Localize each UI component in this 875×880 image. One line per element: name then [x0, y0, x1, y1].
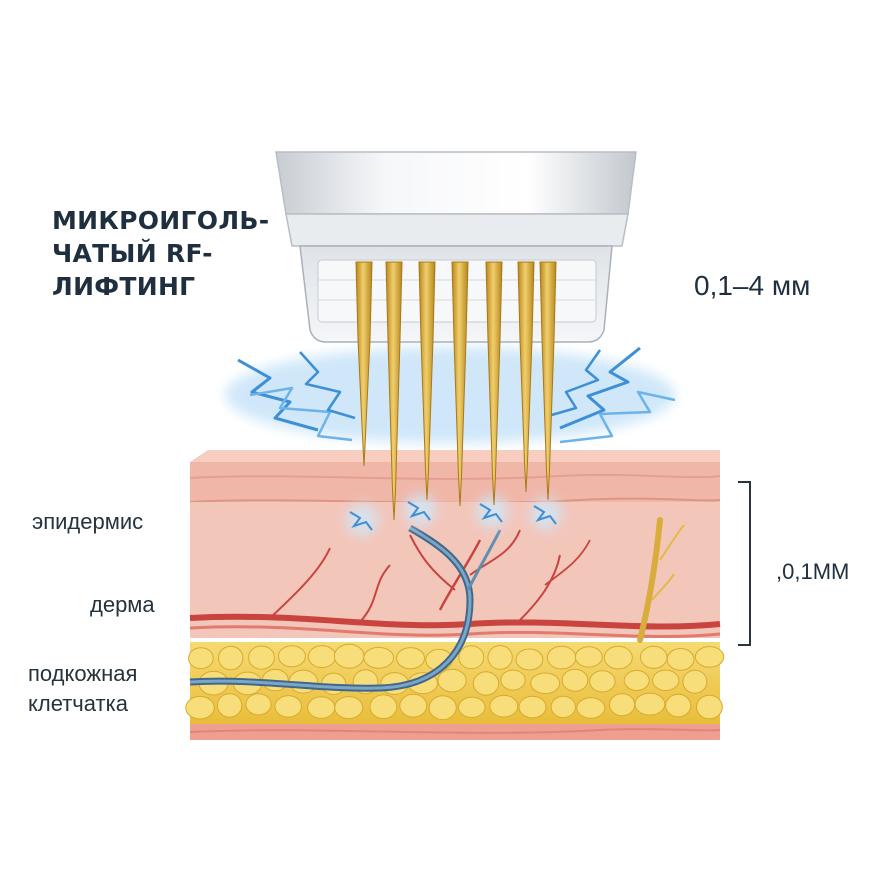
microneedle — [485, 261, 503, 506]
fat-cell — [696, 694, 723, 720]
fat-cell — [248, 645, 275, 670]
title-line-2: ЧАТЫЙ RF- — [52, 239, 213, 268]
label-epidermis: эпидермис — [32, 509, 144, 534]
microneedle — [385, 261, 403, 521]
microneedle — [355, 261, 373, 467]
fat-cell — [333, 643, 365, 669]
fat-cell — [682, 669, 708, 694]
title-line-3: ЛИФТИНГ — [52, 272, 196, 301]
impact-glow — [530, 498, 562, 530]
impact-spark — [533, 505, 557, 525]
fat-cell — [652, 669, 680, 691]
skin-cross-section — [185, 450, 725, 740]
rf-energy-sparks — [225, 346, 676, 444]
fat-cell — [437, 668, 467, 693]
fat-cell — [666, 648, 695, 671]
fat-cell — [458, 645, 485, 670]
fat-cell — [458, 696, 486, 718]
microneedle — [451, 261, 469, 507]
fat-cell — [609, 693, 636, 717]
fat-cell — [694, 646, 725, 668]
fat-cell — [472, 671, 500, 696]
fat-cell — [515, 648, 544, 671]
fat-cell — [623, 670, 650, 691]
depth-bracket-label: ,0,1МM — [776, 559, 850, 584]
fat-cell — [363, 646, 395, 669]
fat-cell — [665, 693, 692, 718]
fat-cell — [218, 645, 244, 671]
label-subcutaneous-line-2: клетчатка — [28, 691, 128, 716]
impact-spark — [349, 511, 373, 531]
fat-cell — [277, 645, 306, 668]
fat-cell — [307, 696, 336, 719]
microneedle — [539, 261, 557, 501]
fat-cell — [634, 692, 666, 716]
microneedle — [517, 261, 535, 493]
fat-cell — [639, 645, 668, 669]
fat-cell — [216, 693, 243, 718]
fat-cell — [603, 645, 633, 670]
label-subcutaneous: подкожная клетчатка — [28, 659, 137, 719]
fat-cell — [396, 647, 425, 670]
fat-cell — [576, 697, 606, 719]
fat-cell — [550, 695, 576, 719]
label-dermis: дерма — [90, 592, 155, 617]
fat-cell — [546, 645, 577, 670]
fat-cell — [561, 668, 589, 692]
label-subcutaneous-line-1: подкожная — [28, 661, 138, 686]
epidermis-layer — [190, 462, 720, 502]
fat-cell — [589, 670, 616, 693]
fat-cell — [399, 693, 428, 718]
title-line-1: МИКРОИГОЛЬ- — [52, 206, 270, 235]
fat-cell — [500, 669, 526, 691]
impact-glow — [346, 504, 378, 536]
fat-cell — [489, 694, 519, 718]
fat-cell — [245, 693, 272, 716]
diagram-title: МИКРОИГОЛЬ- ЧАТЫЙ RF- ЛИФТИНГ — [52, 204, 292, 303]
impact-spark — [479, 503, 503, 523]
fat-cell — [574, 646, 603, 668]
fat-cell — [334, 696, 364, 720]
impact-spark — [407, 501, 431, 521]
fat-cell — [274, 695, 303, 718]
impact-sparks — [346, 494, 562, 536]
fat-cell — [530, 672, 561, 695]
impact-glow — [476, 496, 508, 528]
microneedle — [418, 261, 436, 501]
depth-range-label: 0,1–4 мм — [694, 270, 811, 301]
fat-cell — [487, 645, 513, 670]
gold-microneedles — [355, 261, 557, 521]
fat-cells — [185, 643, 725, 721]
fat-cell — [307, 645, 337, 669]
fat-cell — [518, 695, 547, 719]
impact-glow — [404, 494, 436, 526]
fat-cell — [428, 695, 457, 721]
fat-cell — [185, 695, 215, 720]
depth-bracket — [738, 481, 751, 646]
fat-cell — [188, 647, 214, 670]
fat-cell — [369, 694, 398, 720]
